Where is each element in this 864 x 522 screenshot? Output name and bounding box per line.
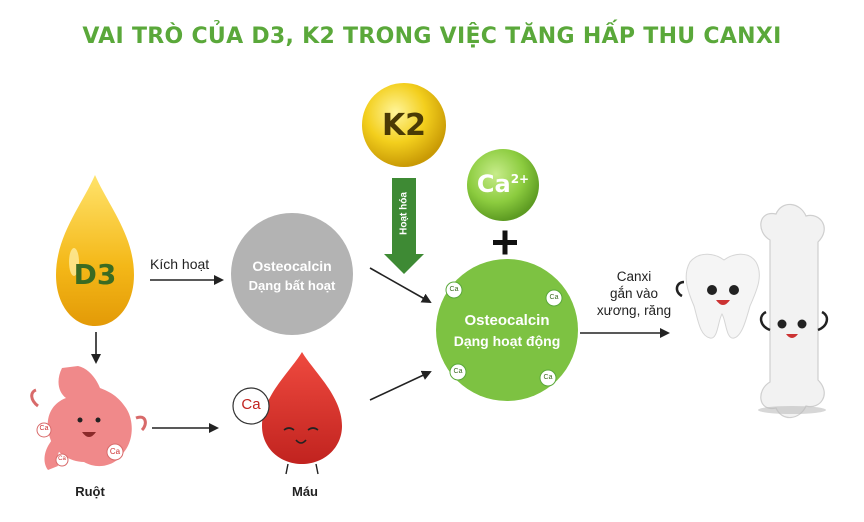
active-calcium-label-4: Ca — [543, 374, 553, 381]
d3-label: D3 — [73, 258, 117, 291]
bone-arrow-label-line3: xương, răng — [596, 303, 672, 318]
calcium-ion-symbol: Ca — [476, 170, 511, 198]
flow-arrows — [91, 267, 670, 433]
active-osteocalcin-name: Osteocalcin — [464, 312, 550, 329]
active-calcium-label-3: Ca — [453, 368, 463, 375]
active-osteocalcin-state: Dạng hoạt động — [453, 333, 561, 349]
inactive-osteocalcin-label: Osteocalcin Dạng bất hoạt — [231, 258, 353, 293]
blood-drop-character-icon — [232, 352, 342, 475]
activate-arrow-label: Kích hoạt — [150, 256, 210, 272]
active-calcium-label-1: Ca — [449, 286, 459, 293]
inactive-osteocalcin-state: Dạng bất hoạt — [248, 278, 336, 293]
active-osteocalcin-label: Osteocalcin Dạng hoạt động — [437, 312, 577, 349]
blood-calcium-label: Ca — [241, 396, 261, 413]
intestine-calcium-label-1: Ca — [39, 425, 49, 432]
intestine-calcium-label-2: Ca — [109, 447, 121, 456]
active-osteocalcin-circle — [436, 259, 578, 401]
k2-sphere-icon — [362, 83, 446, 167]
page-title: VAI TRÒ CỦA D3, K2 TRONG VIỆC TĂNG HẤP T… — [82, 24, 782, 49]
intestine-calcium-label-3: Ca — [58, 456, 66, 462]
calcium-dot-icons — [445, 281, 563, 387]
k2-label: K2 — [381, 108, 427, 143]
plus-icon — [493, 230, 517, 255]
bone-character-icon — [758, 203, 829, 419]
bone-arrow-label-line2: gắn vào — [609, 286, 659, 301]
inactive-osteocalcin-circle — [231, 213, 353, 335]
inactive-osteocalcin-name: Osteocalcin — [252, 258, 332, 274]
calcium-ion-label: Ca2+ — [467, 170, 539, 198]
bone-arrow-label-line1: Canxi — [616, 269, 652, 284]
active-calcium-label-2: Ca — [549, 294, 559, 301]
calcium-ion-icon — [467, 149, 539, 221]
tooth-character-icon — [675, 253, 760, 339]
blood-caption: Máu — [292, 484, 318, 499]
intestine-character-icon — [30, 366, 147, 470]
k2-activation-arrow — [384, 178, 424, 274]
calcium-ion-charge: 2+ — [510, 172, 530, 186]
bone-arrow-label: Canxi gắn vào xương, răng — [588, 268, 680, 319]
k2-arrow-label: Hoạt hóa — [398, 192, 410, 235]
intestine-caption: Ruột — [75, 484, 105, 499]
d3-drop-icon — [56, 175, 134, 326]
